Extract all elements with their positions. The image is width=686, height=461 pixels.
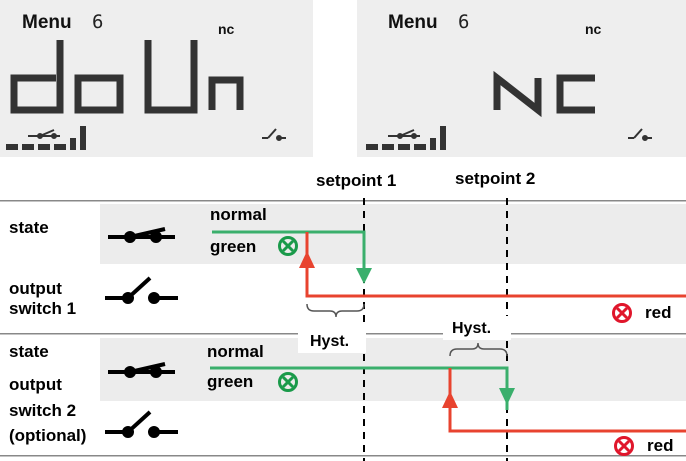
lcd-switch-open-icon [628, 128, 652, 141]
hyst-label-2: Hyst. [452, 320, 491, 337]
hyst-label-1: Hyst. [310, 333, 349, 350]
red-label-2: red [647, 436, 673, 455]
lcd-panel-right: Menu 6 nc NC [357, 0, 686, 157]
lcd-main-text: NC [500, 106, 506, 111]
output-label-2c: (optional) [9, 426, 86, 445]
switch-closed-icon [108, 362, 175, 378]
green-label-2: green [207, 372, 253, 391]
lcd-mode-badge: nc [218, 21, 235, 37]
setpoint-1-label: setpoint 1 [316, 171, 396, 190]
output-label-1b: switch 1 [9, 299, 76, 318]
shade-band-1 [100, 204, 686, 264]
hyst-brace-2 [449, 342, 508, 357]
lcd-menu-label: Menu [22, 12, 72, 33]
lcd-segment-readout [493, 70, 595, 118]
normal-label-1: normal [210, 205, 267, 224]
lcd-switch-icon-small [388, 129, 420, 139]
lcd-menu-number: 6 [458, 11, 469, 33]
switch-open-icon [105, 276, 178, 304]
lcd-segment-readout [10, 40, 244, 114]
lcd-panel-left: Menu 6 nc doUn [0, 0, 313, 157]
red-alarm-icon [612, 303, 632, 323]
red-arrow-up-2 [442, 391, 458, 408]
red-arrow-up-1 [299, 251, 315, 268]
red-alarm-icon [614, 436, 634, 456]
lcd-bar-indicator [366, 126, 446, 150]
green-ok-icon [278, 372, 298, 392]
output-label-2b: switch 2 [9, 401, 76, 420]
lcd-mode-badge: nc [585, 21, 602, 37]
state-label-1: state [9, 218, 49, 237]
green-label-1: green [210, 237, 256, 256]
lcd-bar-indicator [6, 126, 86, 150]
green-arrow-down-2 [499, 388, 515, 405]
lcd-switch-icon-small [28, 129, 60, 139]
green-trace-1 [212, 230, 366, 275]
output-label-1a: output [9, 279, 62, 298]
green-ok-icon [278, 236, 298, 256]
lcd-menu-label: Menu [388, 12, 438, 33]
output-label-2a: output [9, 375, 62, 394]
normal-label-2: normal [207, 342, 264, 361]
state-label-2: state [9, 342, 49, 361]
hyst-label-bg-2 [443, 316, 511, 340]
lcd-switch-open-icon [262, 128, 286, 141]
hyst-label-bg-1 [298, 327, 366, 353]
red-label-1: red [645, 303, 671, 322]
setpoint-2-label: setpoint 2 [455, 169, 535, 188]
switch-closed-icon [108, 227, 175, 243]
red-trace-2 [448, 368, 686, 433]
lcd-menu-number: 6 [92, 11, 103, 33]
green-arrow-down-1 [356, 268, 372, 284]
hyst-brace-1 [306, 303, 365, 318]
switch-open-icon [105, 410, 178, 438]
